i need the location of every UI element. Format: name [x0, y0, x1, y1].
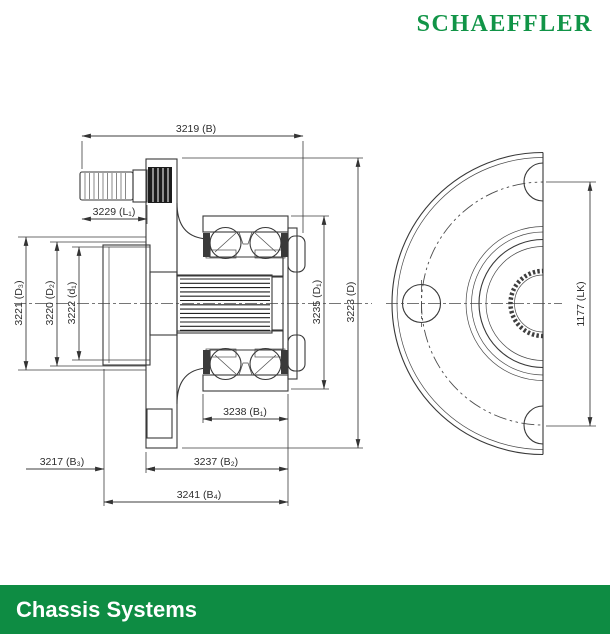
bearing-balls — [209, 226, 282, 381]
dim-label-B1: 3238 (B₁) — [223, 406, 267, 418]
bearing-seals — [203, 233, 288, 374]
spline-bore — [176, 258, 284, 350]
dim-label-L1: 3229 (L₁) — [93, 206, 136, 218]
dim-label-D2: 3220 (D₂) — [44, 281, 56, 326]
centerlines — [14, 280, 562, 327]
dim-label-B3: 3217 (B₃) — [40, 456, 85, 468]
dim-label-B4: 3241 (B₄) — [177, 489, 222, 501]
dim-label-D3: 3221 (D₃) — [13, 280, 25, 325]
dim-label-D1: 3235 (D₁) — [311, 280, 323, 324]
dim-label-B: 3219 (B) — [176, 123, 216, 135]
pilot-boss — [102, 244, 151, 366]
footer-title: Chassis Systems — [16, 596, 197, 622]
bolt-hole-top — [523, 162, 543, 202]
dim-label-D: 3223 (D) — [345, 282, 357, 323]
section-view — [79, 158, 306, 449]
dim-label-LK: 1177 (LK) — [575, 281, 587, 326]
spline-teeth-circle — [508, 268, 543, 339]
dim-label-d1: 3222 (d₁) — [66, 282, 78, 325]
dim-label-B2: 3237 (B₂) — [194, 456, 238, 468]
dimensions: 3219 (B) 3229 (L₁) 3221 (D₃) 3220 (D₂) 3… — [13, 123, 596, 506]
footer-banner: Chassis Systems — [0, 585, 610, 634]
bolt-hole-bottom — [523, 405, 543, 445]
schaeffler-logo: SCHAEFFLER — [416, 11, 593, 37]
wheel-stud — [79, 167, 172, 203]
